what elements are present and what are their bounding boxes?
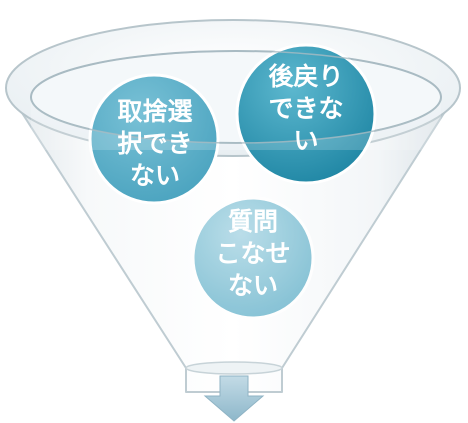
funnel-neck-rim <box>185 361 283 375</box>
label-atomodori-line2: できな <box>268 94 343 123</box>
label-shitsumon-line3: ない <box>228 271 278 300</box>
label-toshasentaku-line1: 取捨選 <box>117 97 192 126</box>
funnel-item-shitsumon <box>191 196 315 320</box>
label-atomodori-line3: い <box>293 126 318 155</box>
label-toshasentaku-line3: ない <box>130 161 180 190</box>
label-toshasentaku-line2: 択でき <box>117 129 192 158</box>
funnel-item-atomodori <box>235 43 377 185</box>
down-arrow-icon <box>203 375 265 422</box>
label-shitsumon-line1: 質問 <box>228 207 278 236</box>
label-shitsumon-line2: こなせ <box>215 239 290 268</box>
label-atomodori-line1: 後戻り <box>268 62 343 91</box>
funnel-rim-overlay <box>31 97 441 150</box>
